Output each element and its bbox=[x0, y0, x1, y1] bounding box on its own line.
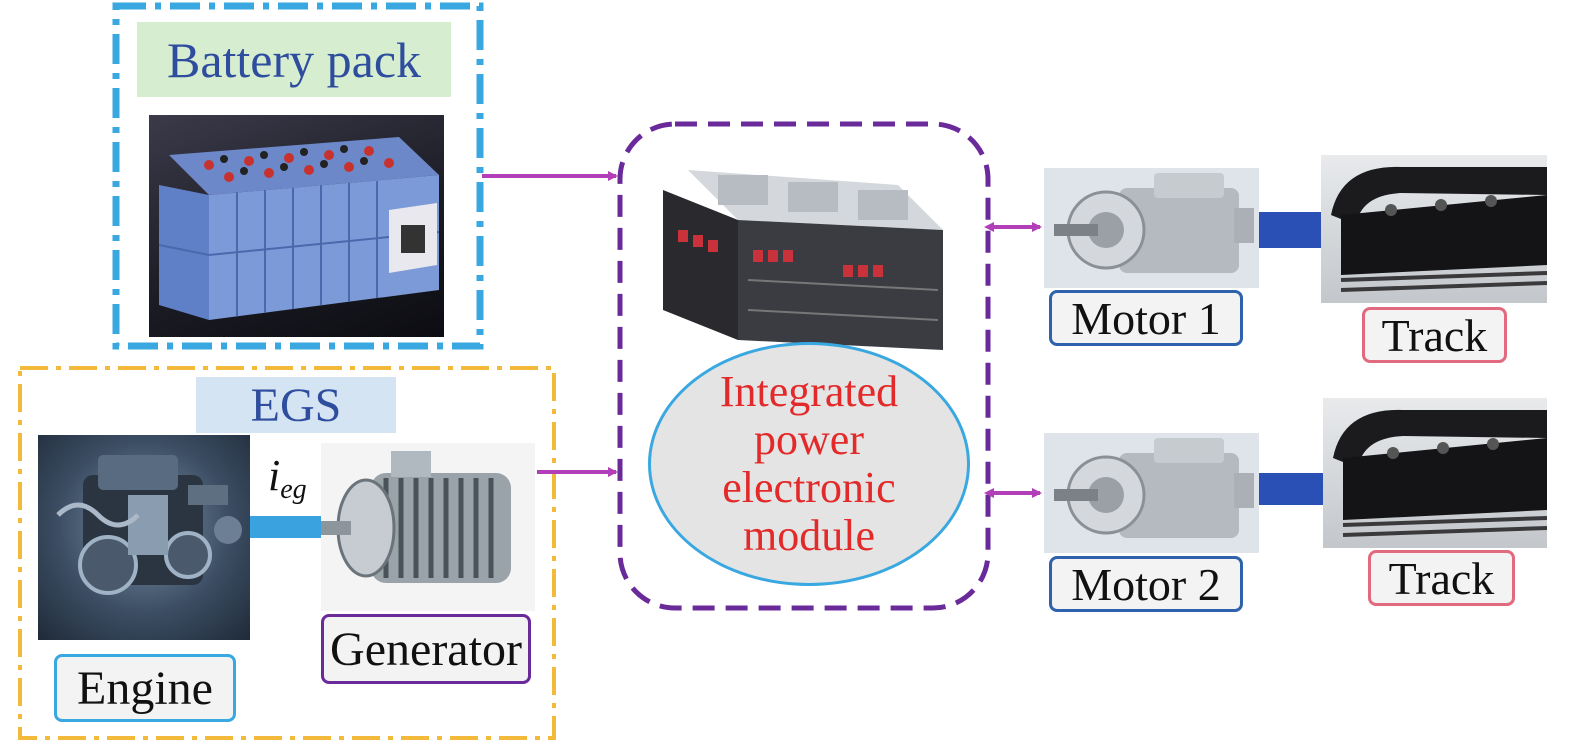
module-line-1: Integrated bbox=[719, 367, 899, 416]
track-1-image bbox=[1321, 155, 1547, 303]
motor-1-image bbox=[1044, 168, 1259, 288]
module-line-3: electronic bbox=[722, 463, 896, 512]
motor2-track-shaft bbox=[1254, 473, 1324, 505]
egs-frame bbox=[18, 366, 556, 740]
shaft-current-label: ieg bbox=[268, 450, 328, 510]
engine-label: Engine bbox=[54, 654, 236, 722]
track-1-label: Track bbox=[1362, 307, 1507, 363]
battery-pack-image bbox=[149, 115, 444, 337]
shaft-current-subscript: eg bbox=[280, 474, 307, 505]
motor-1-label: Motor 1 bbox=[1049, 290, 1243, 346]
module-frame bbox=[617, 121, 991, 611]
module-line-2: power bbox=[754, 415, 864, 464]
battery-pack-title: Battery pack bbox=[137, 22, 451, 97]
track-2-image bbox=[1323, 398, 1547, 548]
egs-title: EGS bbox=[196, 377, 396, 433]
engine-image bbox=[38, 435, 250, 640]
motor-2-image bbox=[1044, 433, 1259, 553]
track-2-label: Track bbox=[1368, 550, 1515, 606]
motor1-track-shaft bbox=[1254, 212, 1324, 248]
power-electronics-image bbox=[658, 150, 948, 350]
battery-pack-frame bbox=[112, 2, 484, 350]
shaft-current-symbol: i bbox=[268, 451, 281, 500]
generator-label: Generator bbox=[321, 614, 531, 684]
integrated-module-ellipse: Integrated power electronic module bbox=[648, 342, 970, 586]
generator-image bbox=[321, 443, 535, 611]
module-line-4: module bbox=[743, 511, 875, 560]
engine-generator-shaft bbox=[250, 516, 322, 538]
motor-2-label: Motor 2 bbox=[1049, 556, 1243, 612]
